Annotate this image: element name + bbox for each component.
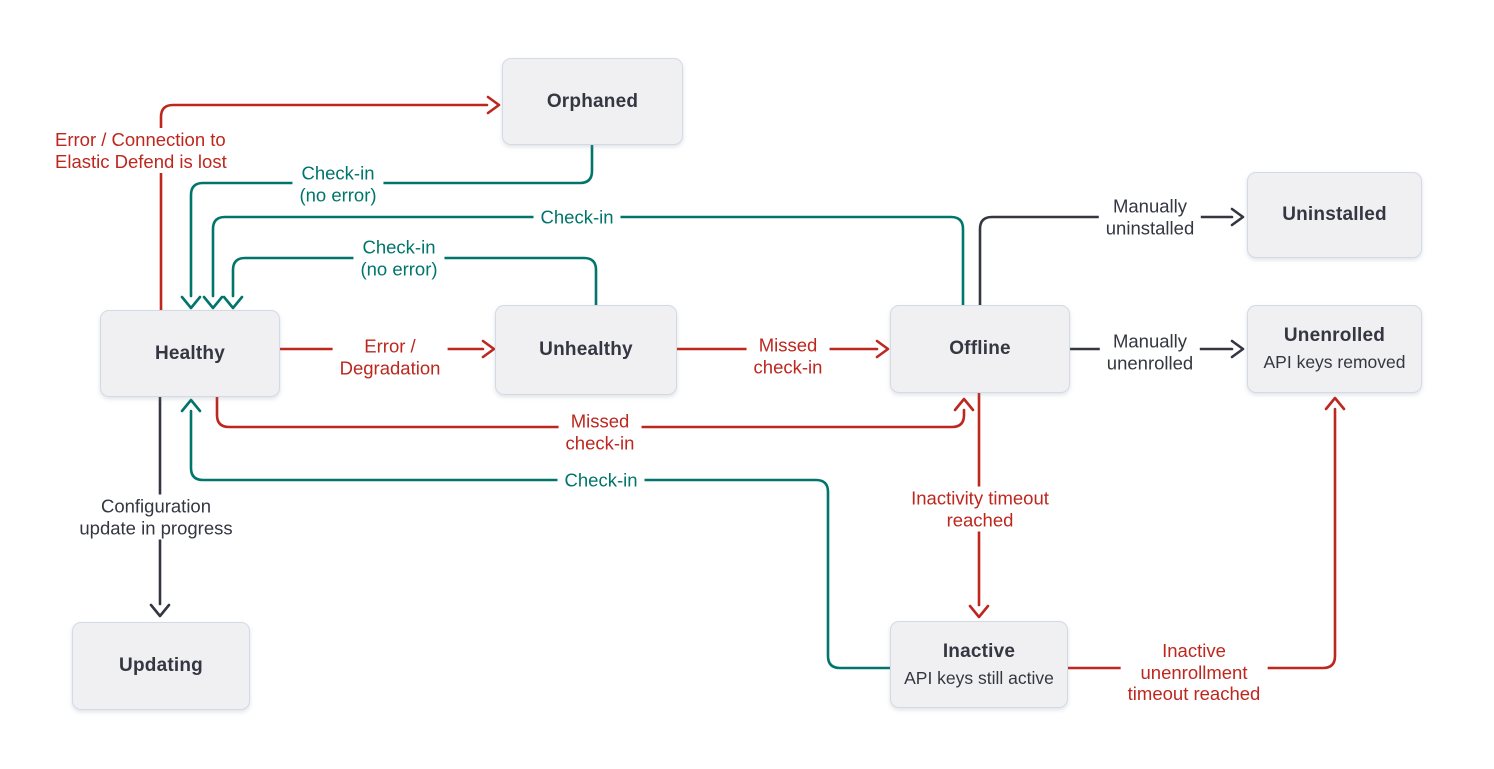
- arrowhead-offline-left: [875, 339, 890, 359]
- arrowhead-healthy-bottom: [180, 398, 202, 413]
- node-unenrolled-label: Unenrolled: [1283, 325, 1386, 346]
- node-uninstalled-label: Uninstalled: [1282, 204, 1387, 225]
- node-unhealthy: Unhealthy: [495, 305, 677, 395]
- edge-label-inactivity-timeout: Inactivity timeout reached: [904, 486, 1056, 532]
- edge-orphaned-to-healthy: [189, 143, 594, 298]
- edge-label-missed-checkin-from-healthy: Missed check-in: [558, 409, 642, 455]
- node-updating: Updating: [72, 622, 250, 710]
- arrowhead-updating: [149, 603, 171, 618]
- node-unhealthy-label: Unhealthy: [539, 339, 633, 360]
- edge-label-inactive-unenrollment: Inactive unenrollment timeout reached: [1120, 638, 1268, 706]
- node-inactive-label: Inactive: [942, 640, 1016, 662]
- node-unenrolled: Unenrolled API keys removed: [1247, 305, 1422, 393]
- arrowhead-healthy-top-3: [222, 295, 244, 310]
- arrowhead-unhealthy: [481, 339, 496, 359]
- arrowhead-uninstalled: [1230, 207, 1245, 227]
- edge-inactive-to-healthy: [189, 409, 892, 670]
- edge-label-error-degradation: Error / Degradation: [332, 334, 448, 380]
- node-unenrolled-sublabel: API keys removed: [1263, 352, 1406, 372]
- arrowhead-offline-bottom: [953, 397, 975, 412]
- edge-label-checkin-from-inactive: Check-in: [557, 468, 645, 492]
- arrowhead-inactive-top: [968, 604, 990, 619]
- arrowhead-healthy-top-1: [180, 295, 202, 310]
- node-inactive-sublabel: API keys still active: [904, 667, 1054, 688]
- node-orphaned-label: Orphaned: [546, 90, 639, 112]
- edge-offline-to-healthy: [211, 215, 965, 307]
- edge-label-missed-checkin-to-offline: Missed check-in: [746, 333, 830, 379]
- edge-offline-to-uninstalled: [978, 215, 1234, 307]
- node-offline: Offline: [890, 305, 1070, 393]
- node-inactive: Inactive API keys still active: [890, 621, 1068, 708]
- node-orphaned: Orphaned: [502, 58, 683, 145]
- node-uninstalled: Uninstalled: [1247, 172, 1422, 258]
- edge-label-manually-uninstalled: Manually uninstalled: [1098, 194, 1202, 240]
- edge-label-configuration-update: Configuration update in progress: [72, 494, 240, 540]
- edge-healthy-to-orphaned: [159, 103, 489, 312]
- edge-label-checkin-from-offline: Check-in: [533, 205, 621, 229]
- node-updating-label: Updating: [119, 655, 203, 676]
- arrowhead-unenrolled-bottom: [1324, 396, 1346, 411]
- arrowhead-healthy-top-2: [202, 295, 224, 310]
- edge-label-checkin-from-orphaned: Check-in (no error): [292, 161, 384, 207]
- edge-label-manually-unenrolled: Manually unenrolled: [1099, 329, 1201, 375]
- edge-label-error-connection: Error / Connection to Elastic Defend is …: [48, 128, 234, 173]
- node-healthy-label: Healthy: [154, 342, 226, 364]
- arrowhead-unenrolled-left: [1230, 339, 1245, 359]
- edge-label-checkin-from-unhealthy: Check-in (no error): [353, 235, 445, 281]
- arrowhead-orphaned: [486, 95, 501, 115]
- node-offline-label: Offline: [949, 338, 1011, 359]
- node-healthy: Healthy: [100, 310, 280, 397]
- edge-inactive-to-unenrolled: [1066, 407, 1337, 670]
